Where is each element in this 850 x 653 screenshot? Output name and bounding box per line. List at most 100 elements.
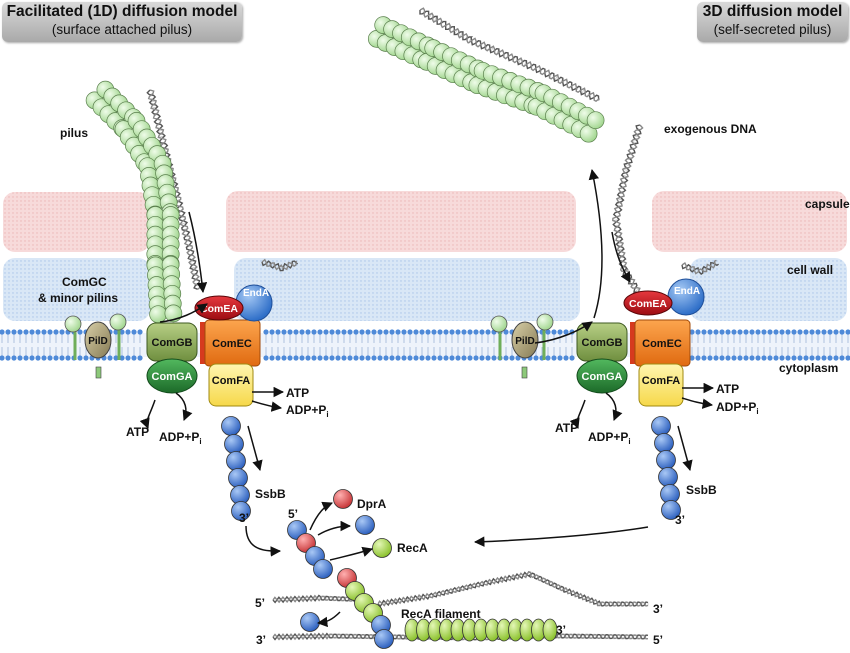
- lipid-head: [545, 329, 551, 335]
- comGA-label-right: ComGA: [582, 371, 623, 383]
- lipid-head: [827, 355, 833, 361]
- lipid-head: [53, 329, 59, 335]
- lipid-head: [785, 355, 791, 361]
- lipid-head: [395, 329, 401, 335]
- lipid-head: [323, 329, 329, 335]
- lipid-head: [287, 355, 293, 361]
- lipid-head: [305, 329, 311, 335]
- header-left-title: Facilitated (1D) diffusion model: [6, 3, 238, 20]
- arrows: [139, 168, 715, 628]
- comGB-label-right: ComGB: [582, 337, 623, 349]
- lipid-head: [41, 355, 47, 361]
- lipid-head: [305, 355, 311, 361]
- ssbB-bead: [661, 500, 681, 520]
- lipid-head: [113, 329, 119, 335]
- ssb-dpra-reca-beads: [221, 416, 681, 649]
- lipid-head: [443, 329, 449, 335]
- ssbB-bead: [656, 450, 676, 470]
- lipid-head: [377, 329, 383, 335]
- lipid-head: [761, 329, 767, 335]
- lipid-head: [275, 355, 281, 361]
- lipid-head: [461, 355, 467, 361]
- lipid-head: [701, 355, 707, 361]
- lipid-head: [425, 329, 431, 335]
- minor-pilins-label: & minor pilins: [38, 291, 118, 305]
- endA-label-right: EndA: [674, 286, 700, 297]
- lipid-head: [77, 355, 83, 361]
- lipid-head: [755, 355, 761, 361]
- recA-filament-label: RecA filament: [401, 607, 481, 621]
- lipid-head: [281, 355, 287, 361]
- comGB-right: ComGB: [576, 322, 628, 362]
- lipid-head: [743, 329, 749, 335]
- lipid-head: [713, 329, 719, 335]
- lipid-head: [689, 329, 695, 335]
- atp-label-right: ATP: [716, 382, 739, 396]
- membrane-core: [0, 333, 850, 357]
- lipid-head: [707, 355, 713, 361]
- lipid-head: [131, 329, 137, 335]
- comGA-right: ComGA: [576, 358, 628, 394]
- lipid-head: [299, 355, 305, 361]
- dna-rung: [554, 74, 558, 82]
- three-prime-top-right: 3’: [653, 602, 663, 616]
- lipid-head: [719, 329, 725, 335]
- pilus-label: pilus: [60, 126, 88, 140]
- three-prime-ssb-left: 3’: [239, 511, 249, 525]
- lipid-head: [341, 355, 347, 361]
- lipid-head: [299, 329, 305, 335]
- pilus-fibers: [85, 16, 605, 324]
- lipid-head: [533, 355, 539, 361]
- three-prime-ssb-right: 3’: [675, 513, 685, 527]
- loading-bead: [313, 559, 333, 579]
- lipid-head: [383, 329, 389, 335]
- ssbB-label-left: SsbB: [255, 487, 286, 501]
- five-prime-dpra: 5’: [288, 507, 298, 521]
- lipid-head: [65, 355, 71, 361]
- comEA-label-right: ComEA: [629, 298, 667, 310]
- lipid-head: [341, 329, 347, 335]
- cell-wall-layer: [3, 258, 847, 321]
- lipid-head: [455, 355, 461, 361]
- ssbB-bead: [231, 501, 251, 521]
- header-right: 3D diffusion model (self-secreted pilus): [697, 2, 848, 42]
- lipid-head: [119, 355, 125, 361]
- three-prime-bottom-left: 3’: [256, 633, 266, 647]
- lipid-head: [107, 355, 113, 361]
- lipid-head: [335, 355, 341, 361]
- cell-membrane: [0, 329, 850, 361]
- lipid-head: [755, 329, 761, 335]
- dna-backbone: [147, 89, 202, 290]
- released-ssbB-bead: [300, 612, 320, 632]
- lipid-head: [707, 329, 713, 335]
- lipid-head: [791, 355, 797, 361]
- lipid-head: [443, 355, 449, 361]
- dna-left-wall: [261, 258, 299, 272]
- lipid-head: [749, 329, 755, 335]
- lipid-head: [695, 355, 701, 361]
- lipid-head: [395, 355, 401, 361]
- lipid-head: [29, 329, 35, 335]
- lipid-head: [809, 329, 815, 335]
- lipid-head: [425, 355, 431, 361]
- lipid-head: [695, 329, 701, 335]
- lipid-head: [563, 355, 569, 361]
- pilD-right-arrow: [534, 321, 593, 344]
- lipid-head: [317, 329, 323, 335]
- lipid-head: [701, 329, 707, 335]
- dna-right-wall: [681, 259, 719, 276]
- lipid-head: [5, 355, 11, 361]
- comEC-label: ComEC: [212, 338, 252, 350]
- lipid-head: [719, 355, 725, 361]
- lipid-head: [767, 355, 773, 361]
- adp-label-left: ADP+Pi: [286, 403, 329, 419]
- lipid-head: [293, 329, 299, 335]
- lipid-head: [713, 355, 719, 361]
- five-prime-top-left: 5’: [255, 596, 265, 610]
- ssbB-bead: [228, 468, 248, 488]
- lipid-head: [347, 355, 353, 361]
- lipid-head: [47, 329, 53, 335]
- dna-backbone: [377, 570, 649, 607]
- atp-label-gA-right: ATP: [555, 421, 578, 435]
- lipid-head: [737, 355, 743, 361]
